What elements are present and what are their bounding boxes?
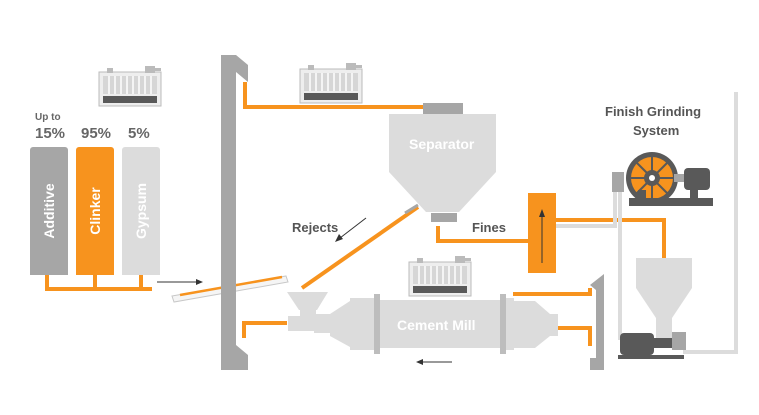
fines-to-finish-grinding-line (556, 218, 666, 258)
motor-icon (629, 168, 713, 206)
motor-icon (618, 332, 686, 359)
dust-collector-icon (299, 62, 363, 104)
finish-grinding-title-line2: System (633, 123, 680, 138)
fines-label: Fines (472, 220, 506, 235)
mill-discharge-line (242, 321, 287, 338)
mill-outlet-lines (513, 288, 592, 346)
mill-outlet-bracket (590, 274, 604, 370)
finish-grinding-title-line1: Finish Grinding (605, 104, 702, 119)
separator-label: Separator (409, 136, 475, 152)
additive-up-to-label: Up to (35, 112, 61, 123)
rejects-chute (300, 203, 420, 290)
bucket-elevator (221, 55, 248, 370)
feed-arrow (157, 279, 203, 285)
gypsum-label: Gypsum (133, 182, 149, 240)
dust-collector-icon (98, 65, 162, 107)
additive-label: Additive (41, 183, 57, 239)
rejects-label: Rejects (292, 220, 339, 235)
elevator-to-separator-line (243, 82, 423, 109)
separator (389, 103, 496, 222)
finish-grinding-return-lines (556, 92, 738, 354)
additive-percent: 15% (35, 125, 66, 142)
cement-mill (330, 294, 558, 354)
clinker-percent: 95% (81, 125, 112, 142)
cement-mill-label: Cement Mill (397, 317, 476, 333)
silo-feed-lines (45, 275, 152, 291)
gypsum-silo: Gypsum (122, 147, 160, 275)
clinker-label: Clinker (87, 187, 103, 235)
mill-inlet-hopper (287, 292, 330, 333)
finish-grinding-hopper (636, 258, 692, 340)
fines-classifier (528, 193, 556, 273)
additive-silo: Additive (30, 147, 68, 275)
fines-line (436, 226, 528, 243)
clinker-silo: Clinker (76, 147, 114, 275)
mill-direction-arrow (416, 359, 452, 365)
dust-collector-icon (408, 255, 472, 297)
gypsum-percent: 5% (128, 125, 150, 142)
rejects-arrow (335, 217, 367, 242)
